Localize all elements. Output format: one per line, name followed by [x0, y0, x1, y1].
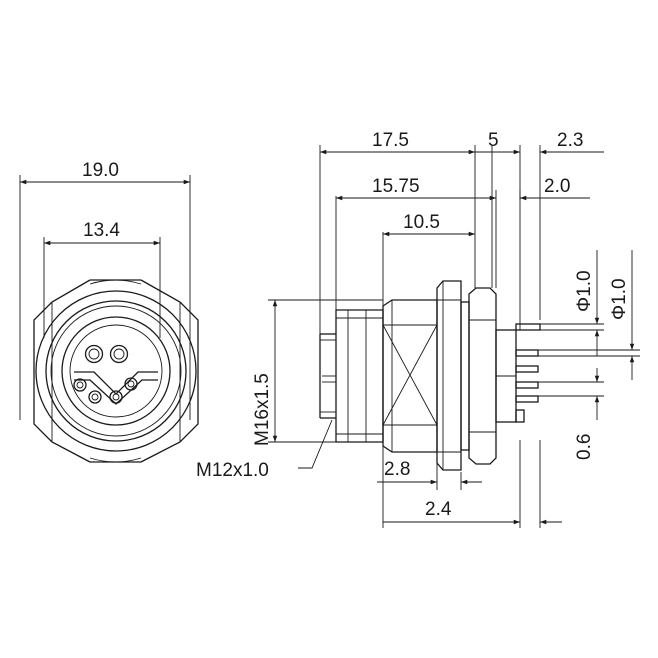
front-outer-ring	[35, 290, 197, 452]
front-hex-outline	[33, 279, 199, 463]
dim-label-19-0: 19.0	[82, 160, 119, 181]
dimension-panel-thread: M16x1.5	[252, 299, 383, 446]
front-insert-ring	[61, 316, 171, 426]
extension-lines	[319, 145, 541, 528]
side-threaded-body	[335, 309, 384, 443]
side-hex-nut	[382, 299, 438, 453]
side-gasket	[460, 301, 470, 451]
side-rear-insert	[495, 329, 517, 423]
dim-label-2-0: 2.0	[544, 176, 570, 197]
dim-label-13-4: 13.4	[83, 220, 120, 241]
front-thread-ring-inner	[50, 305, 182, 437]
dimension-row-top: 17.5 5 2.3	[320, 130, 604, 155]
dim-label-10-5: 10.5	[403, 212, 440, 233]
dim-label-2-4: 2.4	[425, 499, 452, 520]
dimension-overall-width: 19.0	[19, 160, 191, 420]
dim-label-m12x1-0: M12x1.0	[196, 460, 269, 481]
front-thread-ring	[45, 300, 187, 442]
dim-label-2-3: 2.3	[557, 130, 583, 151]
side-panel-flange	[436, 280, 462, 471]
dimension-inner-width: 13.4	[43, 220, 161, 338]
dimension-pin-diameter-upper: Φ1.0	[540, 250, 604, 356]
dimension-pin-pitch: 0.6	[538, 368, 604, 460]
dim-label-2-8: 2.8	[384, 459, 410, 480]
dimension-row-third: 10.5	[383, 212, 475, 237]
side-view: 17.5 5 2.3 15.75 2.0 10.5 Φ1.0	[196, 130, 640, 528]
dimension-pin-diameter-lower: Φ1.0	[538, 250, 640, 380]
dim-label-17-5: 17.5	[372, 130, 409, 151]
dimension-row-second: 15.75 2.0	[336, 176, 590, 201]
dim-label-phi-1-0-upper: Φ1.0	[574, 270, 595, 312]
dimension-nut-thickness: 2.4	[383, 499, 562, 525]
dimension-flange-thickness: 2.8	[377, 459, 482, 485]
front-view: 19.0 13.4	[19, 160, 199, 463]
dim-label-5: 5	[488, 130, 499, 151]
dimension-mating-thread: M12x1.0	[196, 419, 333, 481]
dim-label-15-75: 15.75	[372, 176, 420, 197]
dim-label-m16x1-5: M16x1.5	[252, 373, 273, 446]
front-insert-face	[69, 324, 163, 418]
side-back-nut	[468, 287, 497, 465]
front-coding-key	[74, 371, 158, 405]
dim-label-0-6: 0.6	[574, 434, 595, 460]
dim-label-phi-1-0-lower: Φ1.0	[609, 278, 630, 320]
side-nose	[319, 333, 337, 419]
side-pins	[515, 323, 541, 423]
front-contacts	[73, 344, 138, 404]
